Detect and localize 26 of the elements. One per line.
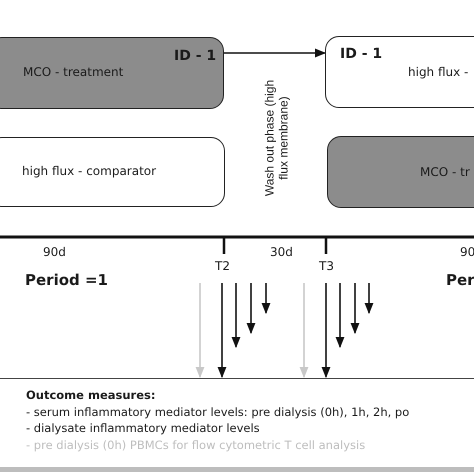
arm-label: high flux - comparator (22, 164, 156, 178)
arrow (196, 283, 204, 378)
arrow (300, 283, 308, 378)
arrow (322, 283, 330, 378)
period-label: Period =1 (25, 271, 108, 289)
panel-heading: Outcome measures: (26, 388, 156, 402)
outcome-item: - serum inflammatory mediator levels: pre dialysis (0h), 1h, 2h, po (26, 405, 410, 419)
outcome-item: - dialysate inflammatory mediator levels (26, 421, 260, 435)
id-label: ID - 1 (340, 46, 382, 62)
arrow (218, 283, 226, 378)
treatment-box (327, 136, 474, 208)
time-label: T3 (319, 259, 334, 273)
arm-label: MCO - tr (420, 165, 470, 179)
comparator-box (325, 36, 474, 108)
phase-label: Wash out phase (high flux membrane) (262, 80, 290, 196)
outcome-panel (0, 378, 474, 472)
time-label: 30d (270, 245, 293, 259)
time-label: T2 (215, 259, 230, 273)
id-label: ID - 1 (174, 48, 216, 64)
comparator-box (0, 137, 225, 207)
time-label: 90d (43, 245, 66, 259)
arm-label: high flux - (408, 65, 468, 79)
arrow (224, 48, 326, 58)
treatment-box (0, 37, 224, 109)
outcome-item: - pre dialysis (0h) PBMCs for flow cytometric T cell analysis (26, 438, 366, 452)
arm-label: MCO - treatment (23, 65, 124, 79)
